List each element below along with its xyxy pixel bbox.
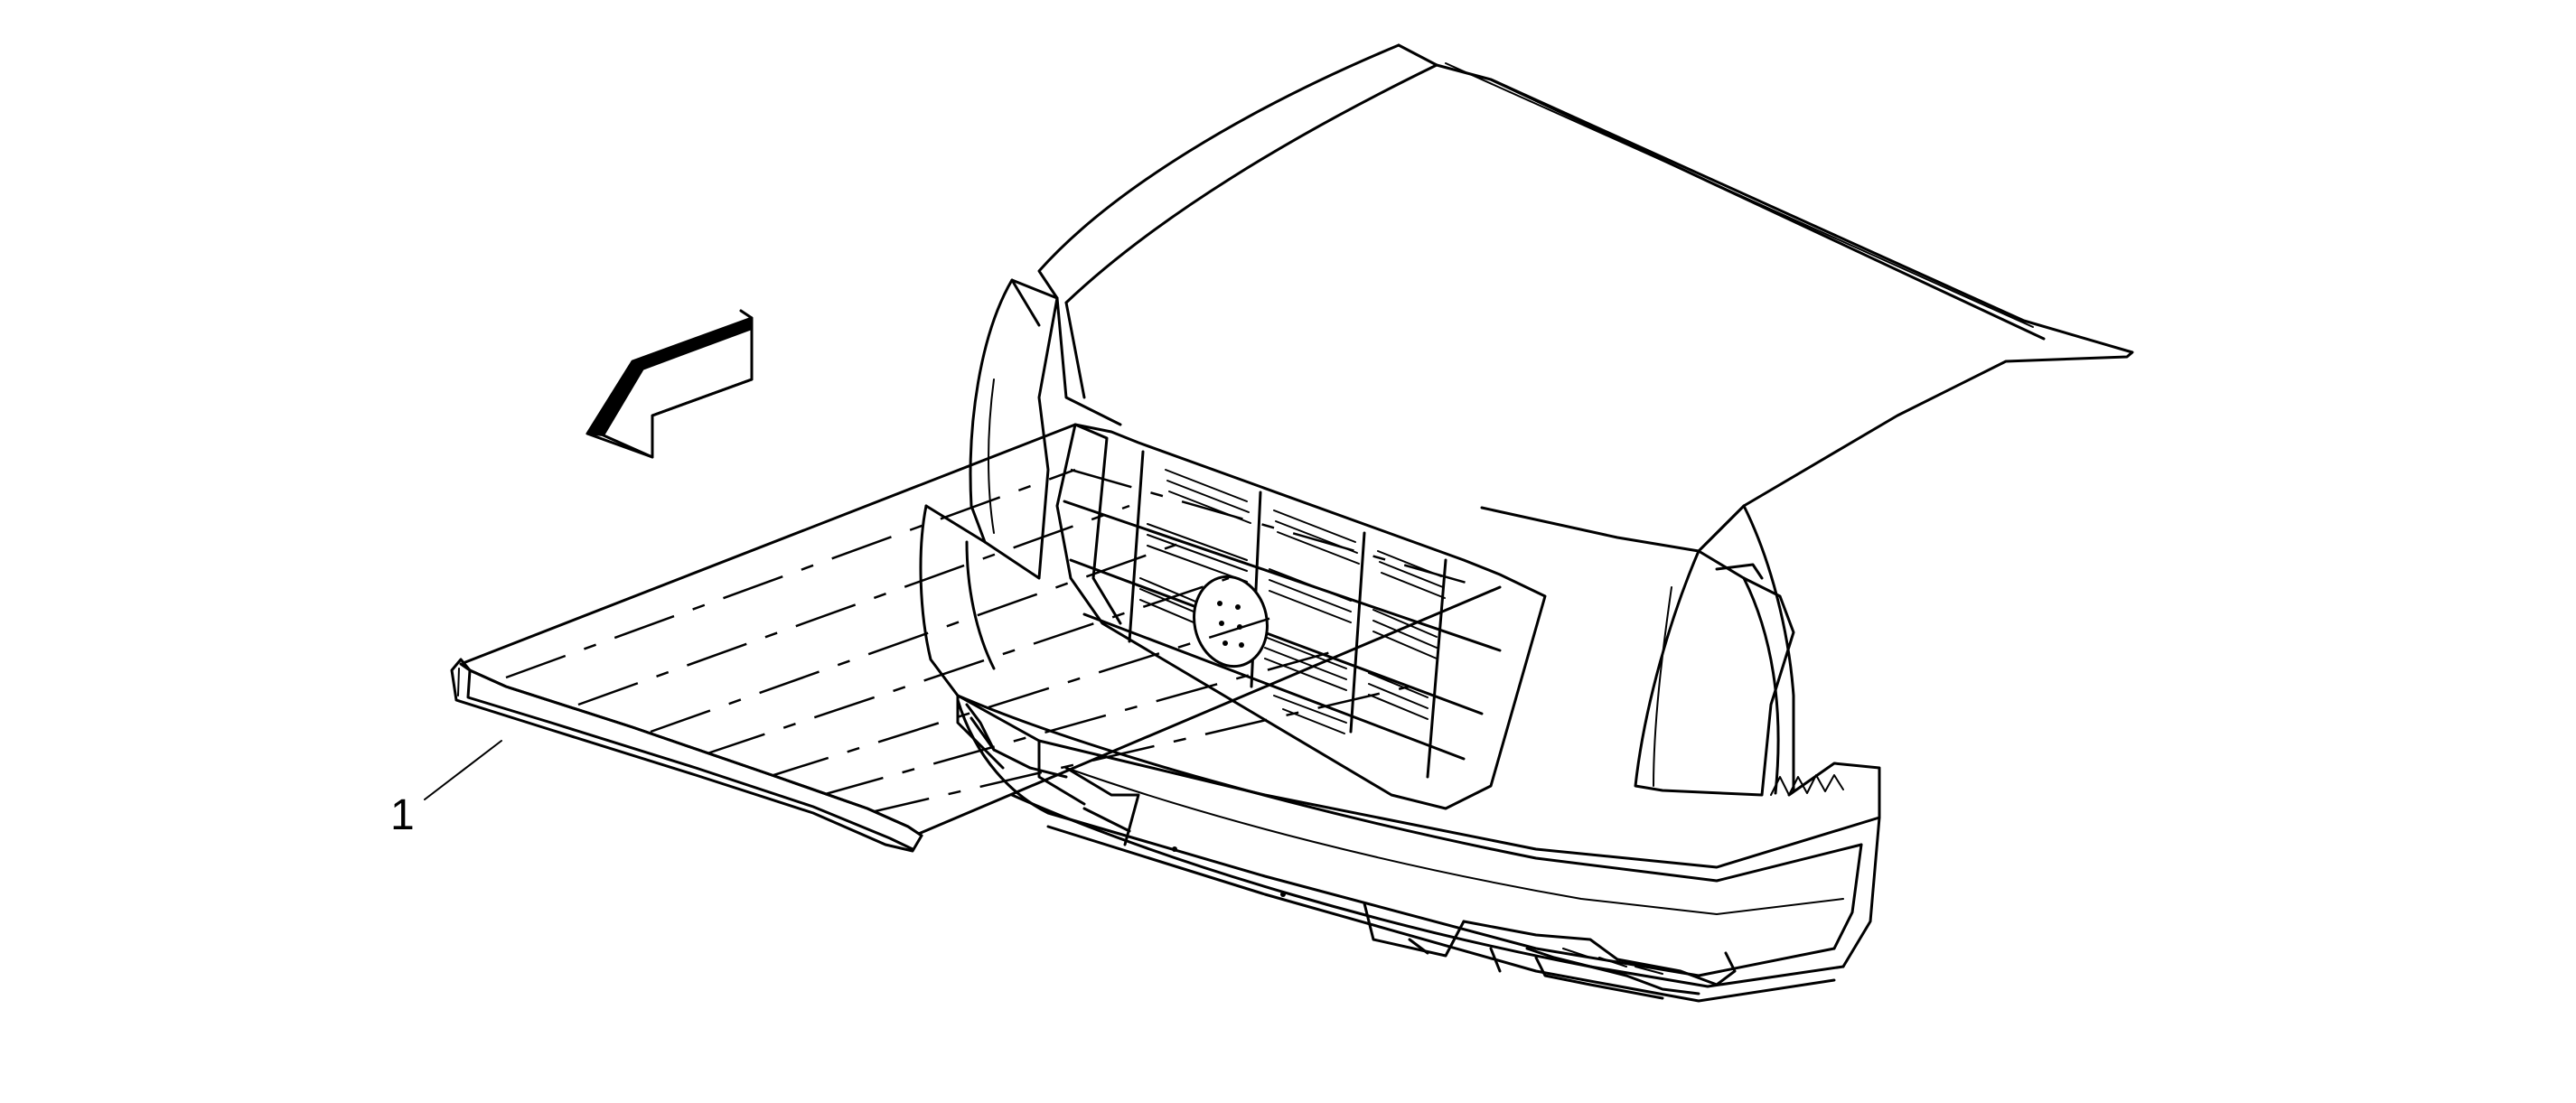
callout-1-label: 1	[390, 791, 415, 839]
left-headlamp	[969, 278, 1059, 580]
front-bumper-fascia	[919, 504, 1881, 1003]
explosion-guide-lines	[459, 423, 1502, 842]
hood	[1037, 43, 2134, 553]
callout-1-leader	[424, 740, 502, 800]
right-headlamp	[1634, 504, 1795, 797]
emblem-icon	[1193, 575, 1269, 668]
grille-molding	[450, 658, 923, 853]
forward-direction-arrow-icon	[585, 309, 754, 459]
callout-1: 1	[390, 740, 502, 839]
fog-lamp-openings	[965, 703, 1737, 1000]
